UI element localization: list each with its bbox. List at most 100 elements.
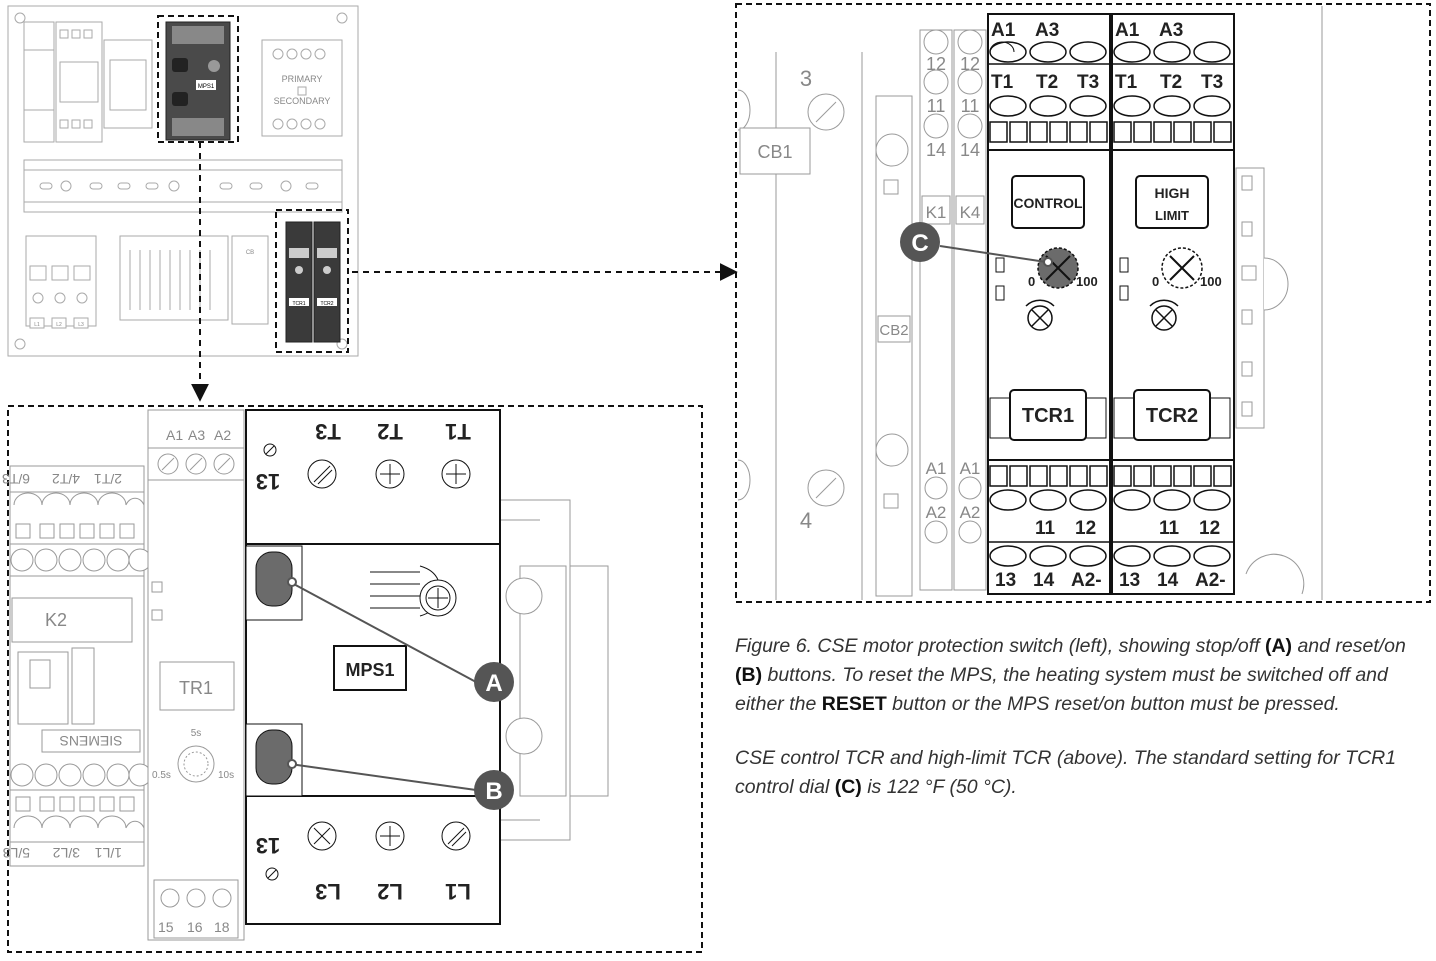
- callout-c: C: [900, 222, 1053, 267]
- overview-bottom-modules: L1 L2 L3 CB: [25, 235, 269, 329]
- contactor-k2: 6/T3 4/T2 2/T1 K2 SIEMENS 5/L3: [2, 465, 152, 867]
- strip2-11: 11: [961, 96, 980, 116]
- tr1-terminal-15: 15: [158, 919, 174, 935]
- tr1-terminal-16: 16: [187, 919, 203, 935]
- overview-l3: L3: [78, 322, 84, 328]
- strip2-14: 14: [960, 140, 980, 160]
- figure-caption: Figure 6. CSE motor protection switch (l…: [735, 632, 1425, 827]
- cb1-label: CB1: [757, 142, 792, 162]
- caption-text: buttons. To reset the MPS, the heating s…: [735, 664, 1388, 715]
- tcr1-t1: T1: [991, 72, 1014, 93]
- cb2-label: CB2: [879, 322, 908, 339]
- tr1-coil-a1: A1: [166, 427, 183, 443]
- tcr1-name: TCR1: [1022, 405, 1074, 427]
- tr1-dial-mid: 5s: [191, 728, 202, 739]
- overview-l1: L1: [34, 322, 40, 328]
- tcr2-12: 12: [1199, 518, 1220, 539]
- tcr1-top-screw-row: [989, 41, 1107, 63]
- tcr1-dial-label: CONTROL: [1013, 195, 1083, 211]
- caption-text: button or the MPS reset/on button must b…: [886, 693, 1340, 715]
- tr1-dial-min: 0.5s: [152, 770, 171, 781]
- tr1-coil-a2: A2: [214, 427, 231, 443]
- strip1-a2: A2: [926, 503, 947, 522]
- tcr-detail-panel: CB1 3 4 CB2 12 11 14 K1 A1 A2: [735, 3, 1431, 603]
- terminal-number-4: 4: [800, 508, 812, 533]
- strip1-11: 11: [927, 96, 946, 116]
- tcr1-13: 13: [995, 570, 1016, 591]
- overview-mps1: MPS1: [157, 15, 239, 143]
- k2-top-terminal-3: 2/T1: [94, 471, 122, 487]
- tcr1-t2: T2: [1036, 72, 1058, 93]
- overview-mps-label: MPS1: [198, 84, 215, 90]
- caption-ref-b: (B): [735, 664, 763, 686]
- tcr2-t3: T3: [1201, 72, 1223, 93]
- timer-tr1: A1 A3 A2 TR1 5s 0.5s 10s 15 16 18: [147, 409, 245, 941]
- mps-terminal-t1: T1: [445, 419, 471, 444]
- mps-terminal-l2: L2: [377, 879, 403, 904]
- overview-tcr2-label: TCR2: [320, 301, 333, 307]
- strip1-k1: K1: [926, 203, 947, 222]
- mps-terminal-t2: T2: [377, 419, 403, 444]
- overview-tcr1-label: TCR1: [292, 301, 305, 307]
- mps-terminal-l1: L1: [445, 879, 471, 904]
- callout-a: A: [287, 577, 514, 702]
- k2-bottom-terminal-1: 5/L3: [3, 845, 30, 861]
- strip1-14: 14: [926, 140, 946, 160]
- callout-a-letter: A: [485, 670, 502, 697]
- caption-text: and reset/on: [1292, 635, 1406, 657]
- tcr-detail-border: [735, 3, 1431, 603]
- strip2-a1: A1: [960, 459, 981, 478]
- tcr2-relay: A1 A3 T1 T2 T3 HIGH LIMIT: [1111, 13, 1235, 595]
- transformer-primary-label: PRIMARY: [282, 74, 323, 84]
- tcr2-a3: A3: [1159, 20, 1183, 41]
- tcr1-t3: T3: [1077, 72, 1099, 93]
- screw-icon: [307, 459, 471, 489]
- tcr2-dial-label-line1: HIGH: [1155, 185, 1190, 201]
- strip1-a1: A1: [926, 459, 947, 478]
- tcr2-13: 13: [1119, 570, 1140, 591]
- caption-ref-c: (C): [834, 776, 862, 798]
- tcr1-12: 12: [1075, 518, 1096, 539]
- mps-detail-panel: 6/T3 4/T2 2/T1 K2 SIEMENS 5/L3: [2, 405, 703, 953]
- caption-reset-keyword: RESET: [821, 693, 887, 715]
- strip2-a2: A2: [960, 503, 981, 522]
- strip1-12: 12: [926, 54, 946, 74]
- mps-terminal-t3: T3: [315, 419, 341, 444]
- tcr2-14: 14: [1157, 570, 1179, 591]
- overview-l2: L2: [56, 322, 62, 328]
- tr1-dial-max: 10s: [218, 770, 234, 781]
- reset-on-button-b: [255, 729, 293, 785]
- tcr2-secondary-dial-icon: [1149, 299, 1179, 331]
- tcr1-dial-min: 0: [1028, 274, 1035, 289]
- callout-b: B: [287, 759, 514, 810]
- tcr2-name: TCR2: [1146, 405, 1198, 427]
- k2-top-terminal-2: 4/T2: [52, 471, 80, 487]
- k2-bottom-terminal-2: 3/L2: [53, 845, 80, 861]
- callout-c-letter: C: [911, 230, 928, 257]
- strip2-k4: K4: [960, 203, 981, 222]
- mount-hole-icon: [336, 12, 348, 24]
- mps1-label: MPS1: [345, 660, 394, 680]
- k2-brand: SIEMENS: [59, 733, 122, 749]
- caption-text: Figure 6. CSE motor protection switch (l…: [735, 635, 1265, 657]
- caption-paragraph-2: CSE control TCR and high-limit TCR (abov…: [735, 744, 1425, 802]
- tcr1-secondary-dial-icon: [1025, 299, 1055, 331]
- screw-icon: [307, 821, 471, 851]
- overview-tcr-modules: TCR1 TCR2: [275, 209, 349, 353]
- stop-off-button-a: [255, 551, 293, 607]
- caption-paragraph-1: Figure 6. CSE motor protection switch (l…: [735, 632, 1425, 719]
- mount-hole-icon: [14, 338, 26, 350]
- tcr1-control-dial-icon: [1037, 247, 1079, 289]
- terminal-number-3: 3: [800, 66, 812, 91]
- overview-din-rail: [23, 159, 343, 213]
- mps-aux-13-top: 13: [256, 469, 280, 494]
- overview-cb-label: CB: [246, 250, 254, 256]
- callout-b-letter: B: [485, 778, 502, 805]
- tcr1-a2: A2-: [1071, 570, 1102, 591]
- tcr2-dial-label-line2: LIMIT: [1155, 208, 1189, 223]
- caption-ref-a: (A): [1264, 635, 1293, 657]
- tcr2-dial-max: 100: [1200, 274, 1222, 289]
- tr1-label: TR1: [179, 678, 213, 698]
